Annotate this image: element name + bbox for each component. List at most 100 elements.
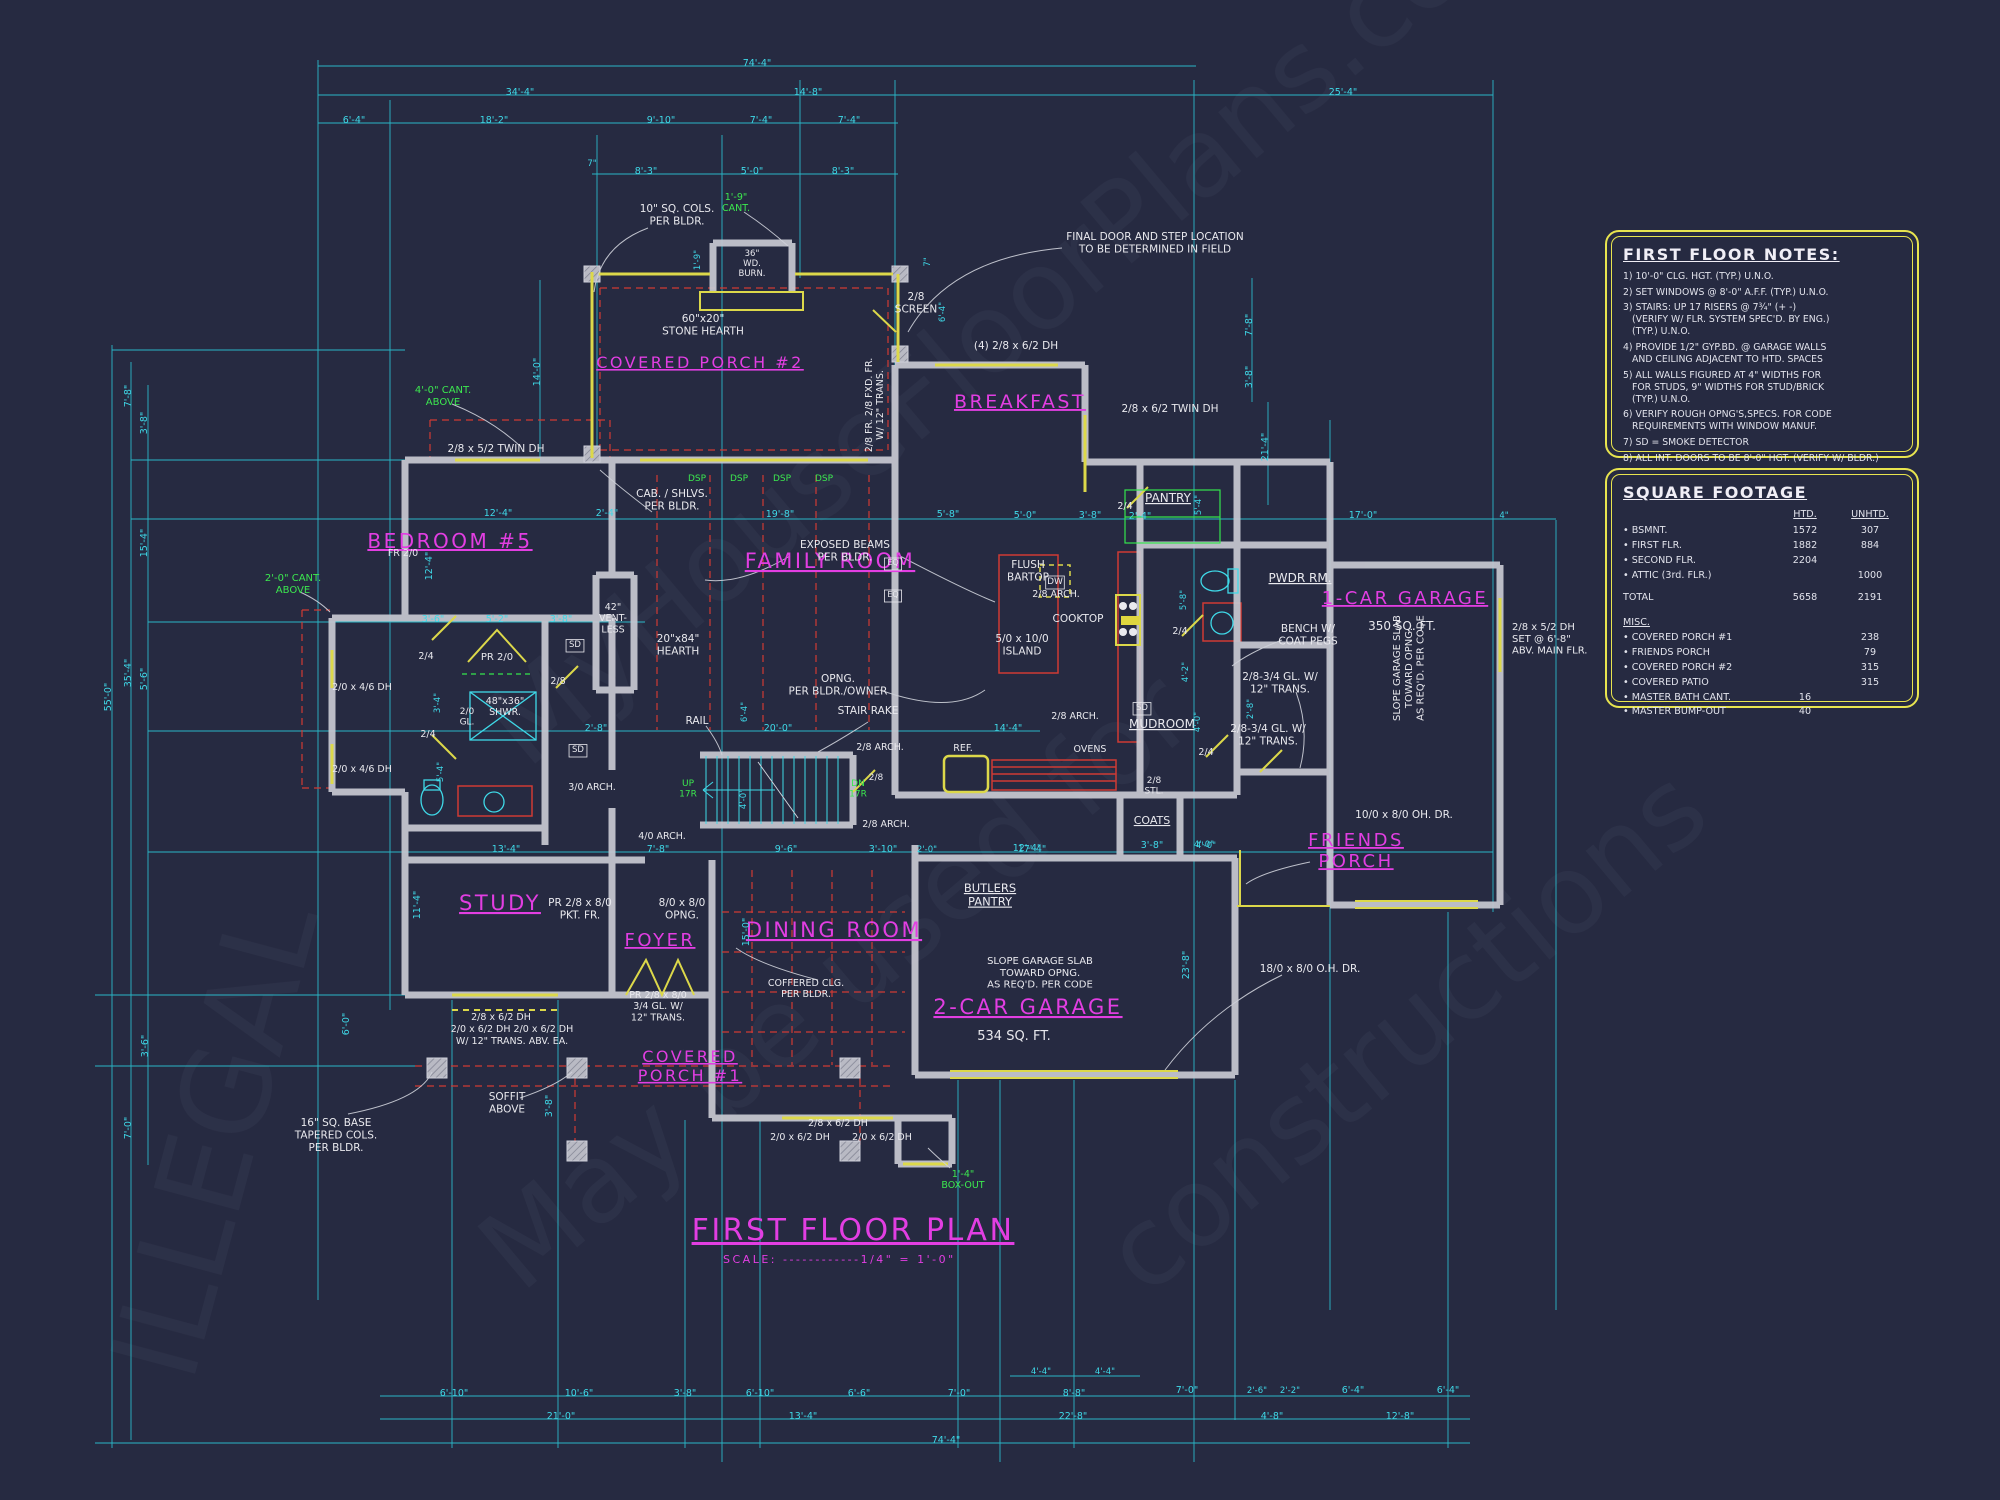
dim-b10: 2'-2" (1280, 1386, 1300, 1396)
sqft-row-2-label: • FIRST FLR. (1623, 539, 1682, 551)
dim-3-10: 3'-10" (869, 844, 898, 855)
room-1car-garage: 1-CAR GARAGE (1322, 588, 1488, 609)
dim-5-0-porch: 5'-0" (741, 166, 764, 177)
dim-7-0-l: 7'-0" (123, 1117, 134, 1140)
sqft-row-1-htd: 1572 (1792, 525, 1818, 536)
sqft-misc-row-4-unhtd: 315 (1860, 676, 1880, 688)
note-bench: BENCH W/COAT PEGS (1278, 623, 1338, 647)
dsp-4: DSP (815, 474, 834, 484)
sqft-misc-row-4-label: • COVERED PATIO (1623, 676, 1709, 688)
note-cab-shlvs: CAB. / SHLVS.PER BLDR. (636, 488, 708, 512)
sqft-misc-row-4-htd (1777, 676, 1833, 691)
dim-7-8-foyer: 7'-8" (647, 844, 670, 855)
room-2car-garage: 2-CAR GARAGE (933, 995, 1122, 1019)
note-item-8: 8) ALL INT. DOORS TO BE 8'-0" HGT. (VERI… (1623, 452, 1879, 464)
dim-5-4-bath: 5'-4" (436, 762, 446, 782)
sqft-misc-row-2-unhtd: 79 (1863, 647, 1877, 659)
box-out: 1'-4"BOX-OUT (941, 1169, 984, 1191)
dim-3-8-hall: 3'-8" (550, 614, 573, 625)
smoke-detector-2-box (568, 744, 588, 758)
note-pantry: PANTRY (1145, 491, 1192, 505)
dim-4-0-st: 4'-0" (739, 789, 749, 809)
sqft-row-4-label: • ATTIC (3rd. FLR.) (1623, 569, 1712, 581)
note-item-4: 4) PROVIDE 1/2" GYP.BD. @ GARAGE WALLS A… (1623, 341, 1827, 365)
dim-7-8-l: 7'-8" (123, 385, 134, 408)
sheet-title: FIRST FLOOR PLAN (692, 1213, 1015, 1248)
sqft-misc-row-5-htd: 16 (1798, 691, 1812, 703)
dim-17-0: 17'-0" (1349, 510, 1378, 521)
dim-13-4-study: 13'-4" (492, 844, 521, 855)
dim-3-6: 3'-6" (422, 614, 445, 625)
note-coffered: COFFERED CLG.PER BLDR. (768, 978, 844, 1000)
dim-6-4-st: 6'-4" (740, 702, 750, 722)
dim-8-3-b: 8'-3" (832, 166, 855, 177)
note-opng-owner: OPNG.PER BLDR./OWNER (789, 673, 888, 697)
note-stone-hearth: 60"x20"STONE HEARTH (662, 313, 744, 337)
dim-6-4: 6'-4" (343, 115, 366, 126)
dim-12-4-bed-v: 12'-4" (424, 552, 435, 581)
dim-7in-b: 7" (923, 257, 933, 266)
appliance-dw-box (1045, 575, 1065, 590)
note-shwr: 48"x36"SHWR. (486, 696, 525, 718)
dim-55-0-l: 55'-0" (103, 683, 114, 712)
note-rail: RAIL (686, 715, 709, 727)
note-gl-trans-a: 2/8-3/4 GL. W/12" TRANS. (1242, 671, 1318, 695)
dim-23-8: 23'-8" (1181, 951, 1192, 980)
sqft-corner (1623, 509, 1773, 524)
sqft-misc-row-3-unhtd: 315 (1860, 661, 1880, 673)
room-bedroom5: BEDROOM #5 (367, 529, 532, 553)
sqft-total-label: TOTAL (1623, 592, 1654, 604)
dim-5-8-fam: 5'-8" (937, 509, 960, 520)
dim-25-4: 25'-4" (1329, 87, 1358, 98)
note-dh-bay-b: 2/0 x 6/2 DH (852, 1132, 912, 1143)
note-wd-burn: 36"WD.BURN. (738, 249, 765, 279)
smoke-detector-3: SD (1136, 703, 1148, 713)
room-covered-porch-2: COVERED PORCH #2 (596, 353, 804, 372)
note-dh-bay: 2/8 x 6/2 DH (808, 1118, 868, 1129)
dim-3-8-gar: 3'-8" (1141, 840, 1164, 851)
sqft-col-unhtd: UNHTD. (1851, 509, 1889, 520)
sqft-misc-row-3-label: • COVERED PORCH #2 (1623, 661, 1733, 673)
dim-19-8: 19'-8" (766, 509, 795, 520)
sqft-row-3-label: • SECOND FLR. (1623, 554, 1696, 566)
dim-6-0-p1: 6'-0" (341, 1013, 352, 1036)
eq-marker-1-box (884, 557, 903, 571)
dim-7-4-b: 7'-4" (838, 115, 861, 126)
dsp-3: DSP (773, 474, 792, 484)
dim-7-4-a: 7'-4" (750, 115, 773, 126)
note-arch-28-d: 2/8 ARCH. (1051, 711, 1099, 722)
note-hearth-84: 20"x84"HEARTH (657, 633, 700, 657)
dim-b13: 4'-4" (1031, 1367, 1051, 1377)
dim-b3: 3'-8" (674, 1388, 697, 1399)
sqft-row-3-unhtd (1837, 554, 1903, 569)
note-arch-28-b: 2/8 ARCH. (862, 819, 910, 830)
note-dh-46-a: 2/0 x 4/6 DH (332, 682, 392, 693)
note-coats: COATS (1134, 814, 1171, 827)
note-item-2: 2) SET WINDOWS @ 8'-0" A.F.F. (TYP.) U.N… (1623, 286, 1829, 298)
sqft-misc-row-5-unhtd (1837, 691, 1903, 706)
dim-b6: 7'-0" (948, 1388, 971, 1399)
smoke-detector-3-box (1132, 702, 1152, 716)
leader-lines (299, 211, 1311, 1169)
eq-marker-2-box (884, 589, 903, 603)
dim-9-10: 9'-10" (647, 115, 676, 126)
first-floor-notes-box: FIRST FLOOR NOTES: 1) 10'-0" CLG. HGT. (… (1605, 230, 1919, 464)
dim-2-8-pwd: 2'-8" (1246, 699, 1256, 719)
dim-74-4-bot: 74'-4" (932, 1435, 961, 1446)
dim-3-4-bath: 3'-4" (433, 693, 443, 713)
sqft-row-1-unhtd: 307 (1860, 525, 1880, 536)
sqft-misc-row-5-label: • MASTER BATH CANT. (1623, 691, 1732, 703)
dim-3-8-p1: 3'-8" (544, 1095, 555, 1118)
note-trans-abv: W/ 12" TRANS. ABV. EA. (456, 1036, 568, 1047)
door-24-c: 2/4 (1117, 501, 1132, 512)
dim-14-8: 14'-8" (794, 87, 823, 98)
room-breakfast: BREAKFAST (954, 391, 1086, 413)
